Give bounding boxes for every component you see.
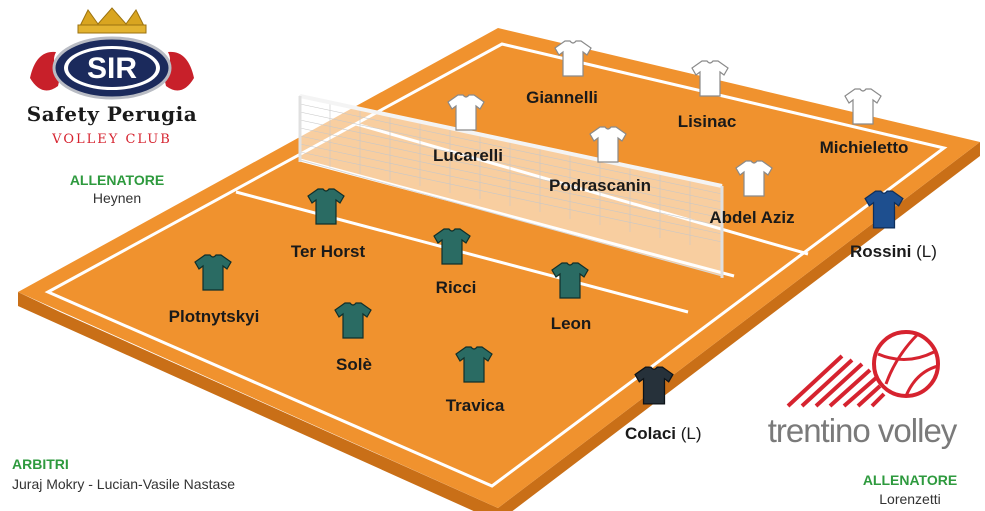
home-jersey-icon: [734, 156, 774, 205]
home-jersey-icon: [690, 56, 730, 105]
referees-names: Juraj Mokry - Lucian-Vasile Nastase: [12, 476, 236, 492]
home-jersey-icon: [588, 122, 628, 171]
home-libero-tag: (L): [916, 242, 937, 261]
away-libero-jersey-icon: [633, 360, 675, 415]
away-coach-name: Lorenzetti: [879, 491, 941, 507]
away-coach-label: ALLENATORE: [862, 472, 958, 488]
home-libero-name: Rossini: [850, 242, 912, 261]
away-jersey-icon: [454, 342, 494, 391]
home-libero: Rossini (L): [850, 242, 937, 262]
home-player-name: Michieletto: [819, 138, 909, 157]
home-jersey-icon: [553, 36, 593, 85]
referees-label: ARBITRI: [12, 456, 69, 472]
home-jersey-icon: [446, 90, 486, 139]
away-jersey-icon: [550, 258, 590, 307]
net: [298, 94, 724, 278]
home-player-name: Lisinac: [677, 112, 737, 131]
away-player-name: Ricci: [435, 278, 477, 297]
home-team-logo: SIR Safety Perugia VOLLEY CLUB: [22, 6, 202, 158]
away-libero-name: Colaci: [625, 424, 677, 443]
home-player-name: Abdel Aziz: [709, 208, 795, 227]
away-player-name: Solè: [336, 355, 372, 374]
court-surface: [18, 28, 980, 508]
home-logo-badge-text: SIR: [86, 52, 137, 85]
away-player-name: Travica: [445, 396, 505, 415]
away-logo-text: trentino volley: [767, 412, 958, 449]
home-logo-subtitle: VOLLEY CLUB: [52, 132, 172, 147]
away-jersey-icon: [193, 250, 233, 299]
crown-crest-icon: [30, 7, 194, 100]
volleyball-logo-icon: [786, 330, 940, 408]
away-libero: Colaci (L): [625, 424, 702, 444]
home-player-name: Lucarelli: [433, 146, 503, 165]
away-player-name: Ter Horst: [290, 242, 366, 261]
home-player-name: Giannelli: [526, 88, 598, 107]
home-player-name: Podrascanin: [548, 176, 652, 195]
home-jersey-icon: [843, 84, 883, 133]
home-coach-name: Heynen: [92, 190, 142, 206]
away-jersey-icon: [333, 298, 373, 347]
home-logo-name: Safety Perugia: [26, 102, 198, 126]
away-player-name: Plotnytskyi: [168, 307, 260, 326]
away-libero-tag: (L): [680, 424, 702, 443]
away-jersey-icon: [306, 184, 346, 233]
away-player-name: Leon: [550, 314, 592, 333]
home-coach-label: ALLENATORE: [69, 172, 165, 188]
home-libero-jersey-icon: [863, 188, 905, 235]
away-team-logo: trentino volley: [746, 326, 978, 458]
away-jersey-icon: [432, 224, 472, 273]
